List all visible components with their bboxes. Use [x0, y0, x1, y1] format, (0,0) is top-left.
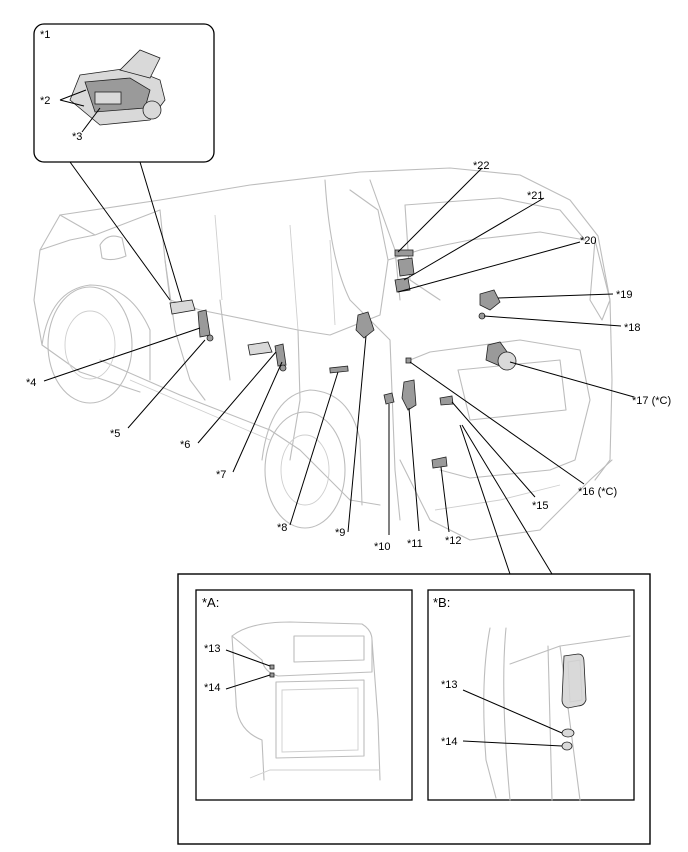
label-12: *12 [445, 535, 462, 547]
view-a-title: *A: [202, 595, 219, 610]
view-b-label-14: *14 [441, 736, 458, 748]
view-b-label-13: *13 [441, 679, 458, 691]
label-5: *5 [110, 428, 120, 440]
view-b-part-14 [561, 741, 573, 751]
sensor-pad-part [94, 91, 122, 105]
label-8: *8 [277, 522, 287, 534]
label-22: *22 [473, 160, 490, 172]
label-9: *9 [335, 527, 345, 539]
label-7: *7 [216, 469, 226, 481]
label-2: *2 [40, 95, 50, 107]
label-6: *6 [180, 439, 190, 451]
inset-detail-1 [33, 23, 215, 303]
leader-lines [43, 167, 635, 575]
label-19: *19 [616, 289, 633, 301]
vehicle-outline [33, 167, 613, 541]
label-1: *1 [40, 29, 50, 41]
view-b-title: *B: [433, 595, 450, 610]
view-b-part-13 [561, 728, 575, 738]
component-parts [169, 249, 517, 469]
label-10: *10 [374, 541, 391, 553]
label-11: *11 [407, 538, 423, 550]
view-a-label-14: *14 [204, 682, 221, 694]
view-a-panel: *A: *13 *14 [195, 589, 413, 801]
label-17: *17 (*C) [632, 395, 671, 407]
label-21: *21 [527, 190, 544, 202]
label-18: *18 [624, 322, 641, 334]
label-20: *20 [580, 235, 597, 247]
label-3: *3 [72, 131, 82, 143]
view-a-part-14 [269, 672, 275, 678]
view-b-panel: *B: *13 *14 [427, 589, 635, 801]
callout-labels: *1 *2 *3 *4 *5 *6 *7 *8 *9 *10 *11 *12 *… [26, 29, 671, 553]
view-a-part-13 [269, 664, 275, 670]
label-16: *16 (*C) [578, 486, 617, 498]
label-15: *15 [532, 500, 549, 512]
view-a-label-13: *13 [204, 643, 221, 655]
label-4: *4 [26, 377, 36, 389]
enlarged-views: *A: *13 *14 *B: [177, 573, 651, 845]
